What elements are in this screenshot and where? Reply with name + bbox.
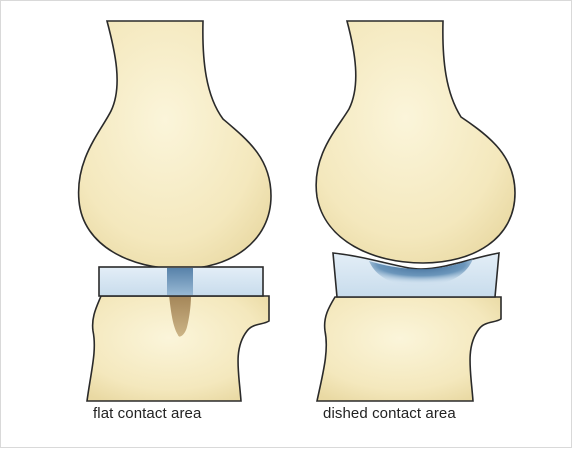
dished-contact-panel xyxy=(316,21,515,401)
flat-contact-panel xyxy=(79,21,271,401)
flat-contact-zone xyxy=(167,268,193,295)
flat-contact-caption: flat contact area xyxy=(93,405,201,422)
femur-right xyxy=(316,21,515,263)
femur-left xyxy=(79,21,271,269)
tibia-right xyxy=(317,297,501,401)
dished-contact-caption: dished contact area xyxy=(323,405,456,422)
